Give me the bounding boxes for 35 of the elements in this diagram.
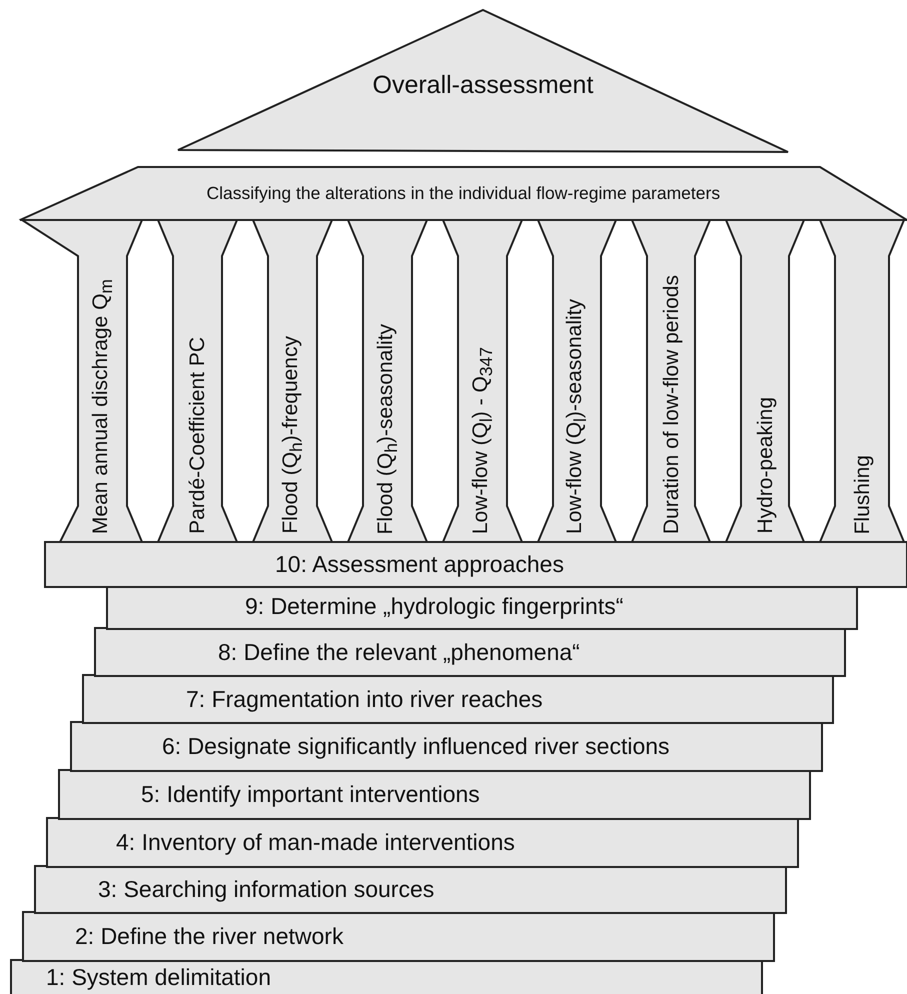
entablature-band — [20, 167, 907, 220]
pediment-triangle — [178, 10, 788, 152]
step-block — [83, 675, 833, 723]
step-block — [11, 960, 762, 994]
pillar-label: Flushing — [852, 454, 872, 534]
step-label: 5: Identify important interventions — [141, 782, 480, 808]
step-label: 10: Assessment approaches — [275, 552, 564, 578]
step-block — [45, 542, 907, 587]
step-label: 9: Determine „hydrologic fingerprints“ — [245, 594, 624, 620]
step-label: 8: Define the relevant „phenomena“ — [218, 640, 580, 665]
step-block — [95, 628, 845, 676]
step-label: 7: Fragmentation into river reaches — [186, 686, 543, 712]
pillar — [158, 220, 237, 542]
pillar — [632, 220, 710, 542]
step-block — [23, 912, 774, 961]
pillar — [820, 220, 904, 542]
step-label: 4: Inventory of man-made interventions — [116, 830, 515, 856]
pillar — [443, 220, 522, 542]
step-block — [47, 818, 798, 867]
pillar — [348, 220, 427, 542]
band-label: Classifying the alterations in the individual flow-regime parameters — [206, 184, 720, 203]
pillar-label: Duration of low-flow periods — [660, 274, 682, 534]
pediment-title: Overall-assessment — [372, 72, 594, 100]
step-label: 3: Searching information sources — [98, 877, 434, 902]
pillar-label: Hydro-peaking — [754, 397, 776, 534]
step-block — [59, 770, 810, 819]
step-label: 1: System delimitation — [46, 964, 271, 990]
step-label: 2: Define the river network — [75, 924, 344, 950]
step-block — [35, 866, 786, 913]
pillar — [253, 220, 332, 542]
pillar-label: Pardé-Coefficient PC — [187, 337, 208, 534]
step-block — [71, 722, 822, 771]
step-label: 6: Designate significantly influenced river sections — [162, 734, 670, 760]
pillar — [726, 220, 804, 542]
pillar — [538, 220, 616, 542]
